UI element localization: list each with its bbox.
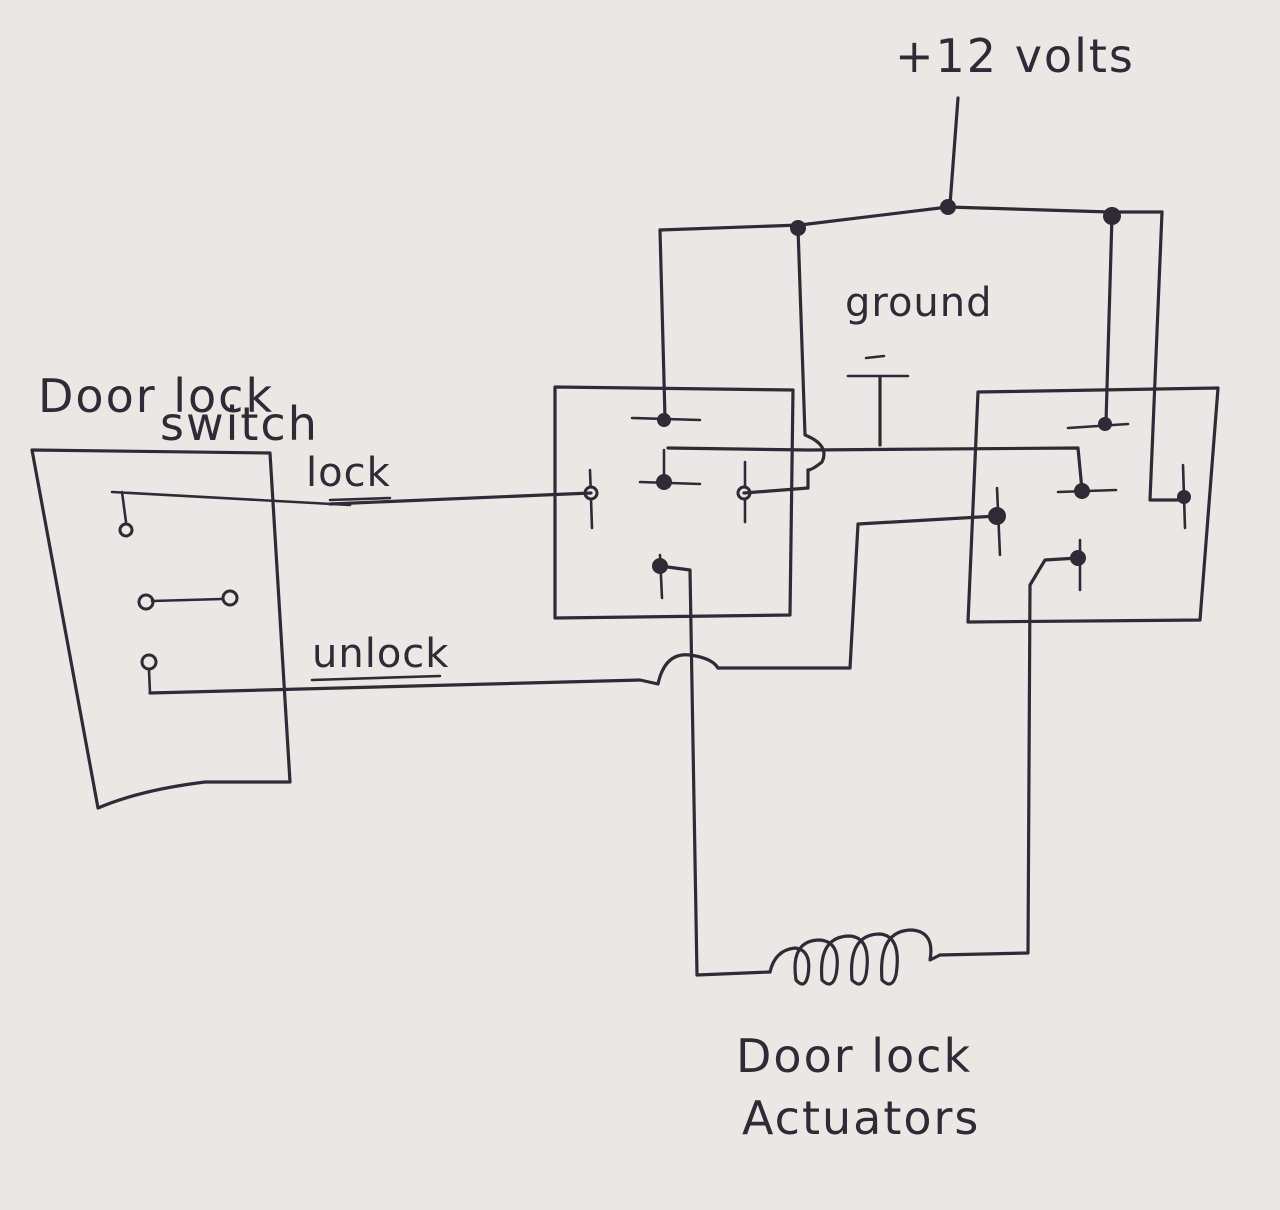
ground-bus-wire (666, 446, 1084, 492)
relay-right-common-terminal (1074, 483, 1090, 499)
switch-label-line2-visible: switch (160, 397, 319, 451)
ground-label: ground (845, 280, 993, 326)
switch-common-link (150, 597, 224, 603)
relay-left-coil-b-wire (742, 468, 810, 495)
relay-right-coil-b-terminal (1177, 490, 1191, 504)
switch-pivot (120, 490, 128, 524)
relay-left-output-wire (658, 564, 772, 977)
switch-terminal-common (137, 593, 155, 611)
unlock-underline (310, 674, 442, 682)
switch-terminal-lock (118, 522, 134, 538)
actuator-coil (768, 928, 942, 986)
lock-underline (328, 496, 392, 502)
unlock-label: unlock (312, 631, 449, 677)
actuator-label-line2: Actuators (742, 1091, 980, 1145)
switch-lever (110, 490, 352, 507)
supply-label: +12 volts (895, 29, 1135, 83)
actuator-label-line1: Door lock (736, 1029, 972, 1083)
unlock-wire (148, 653, 720, 695)
switch-label-line1: Door lock (38, 369, 274, 423)
lock-wire (328, 491, 593, 506)
wire-right-relay-nc (1104, 214, 1114, 424)
switch-unlock-lead (147, 668, 152, 695)
wire-right-relay-coil (1148, 210, 1185, 502)
supply-lead-wire (948, 96, 960, 207)
wire-left-relay-crossover (796, 226, 826, 472)
door-lock-switch-box (30, 448, 292, 810)
switch-terminal-unlock (140, 653, 158, 671)
relay-right-box (966, 386, 1220, 624)
relay-right-nc-terminal (1098, 417, 1112, 431)
relay-right-output-wire (938, 556, 1080, 957)
supply-bus-wire (658, 205, 1164, 232)
wire-left-relay-nc (658, 228, 667, 420)
relay-left-box (553, 385, 795, 620)
relay-right-nc-contact (1066, 422, 1130, 430)
ground-symbol (846, 354, 910, 378)
supply-junction (940, 199, 956, 215)
relay-left-nc-terminal (657, 413, 671, 427)
lock-label: lock (306, 450, 391, 496)
switch-terminal-common-b (221, 589, 239, 607)
relay-right-coil-wire (716, 514, 999, 670)
